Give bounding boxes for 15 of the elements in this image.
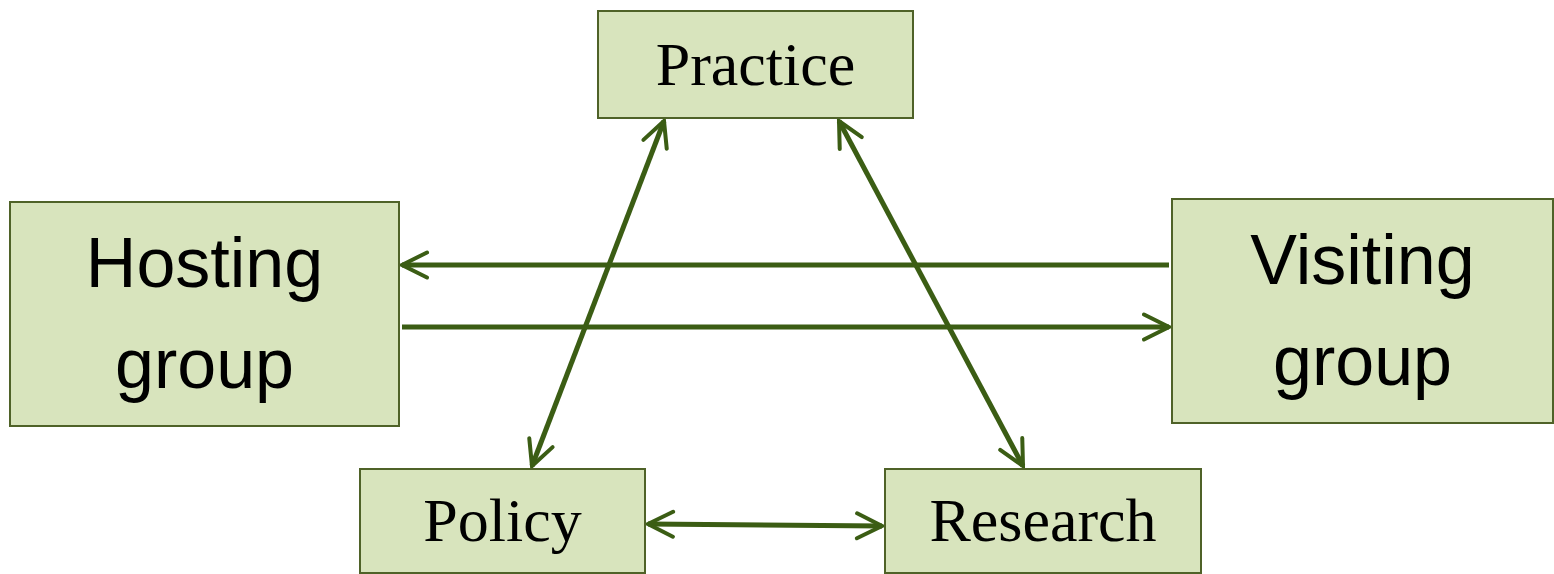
double-arrow (527, 119, 669, 468)
text-box (9, 201, 400, 427)
text-box (359, 468, 646, 574)
double-arrow (646, 509, 884, 541)
double-arrow (836, 119, 1026, 468)
box-label: Visiting group (1249, 219, 1476, 402)
arrow (400, 250, 1169, 280)
box-label: Research (929, 485, 1157, 557)
box-label: Practice (655, 28, 856, 100)
box-label: Policy (423, 485, 582, 557)
arrow (402, 312, 1171, 342)
text-box (597, 10, 914, 119)
text-box (884, 468, 1202, 574)
box-label: Hosting group (84, 222, 325, 405)
text-box (1171, 198, 1554, 424)
